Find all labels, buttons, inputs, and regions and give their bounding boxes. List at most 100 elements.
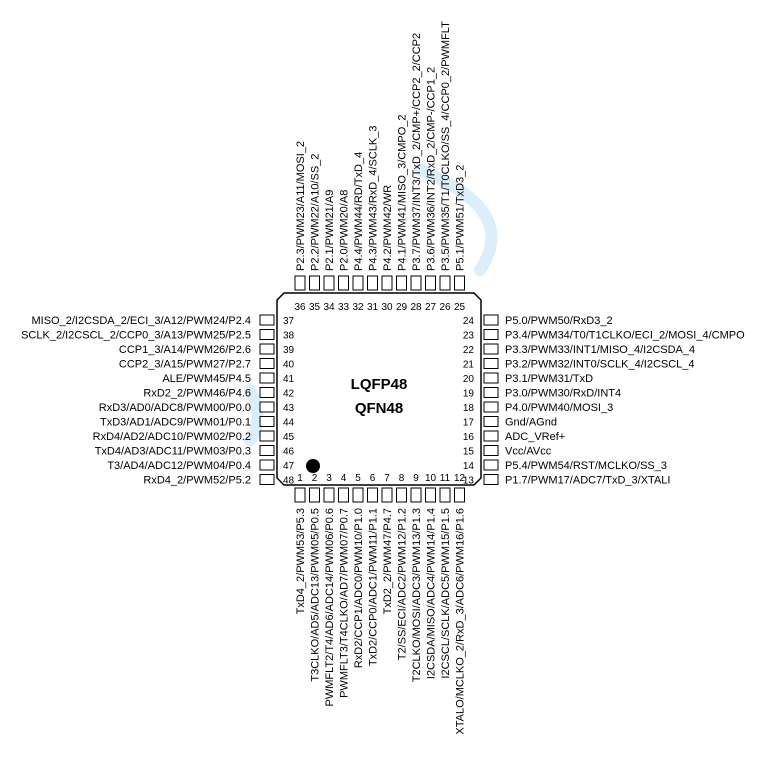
pin-number: 27 [425, 302, 437, 313]
pin-lead [259, 358, 275, 369]
pin-number: 10 [425, 473, 437, 484]
pin-label: Vcc/AVcc [505, 446, 552, 458]
pin-number: 35 [309, 302, 321, 313]
pin-lead [338, 487, 349, 503]
pin-lead [259, 387, 275, 398]
pin-lead [483, 474, 499, 485]
pin-lead [483, 343, 499, 355]
pin-label: T3/AD4/ADC12/PWM04/P0.4 [107, 460, 251, 472]
pin-lead [294, 275, 306, 291]
pin-lead [396, 275, 407, 291]
pin-number: 15 [463, 447, 475, 458]
pin-lead [259, 329, 275, 340]
pin-number: 4 [341, 473, 347, 484]
watermark [244, 164, 498, 446]
pin-label: CCP2_3/A15/PWM27/P2.7 [119, 359, 251, 371]
pin1-marker-dot [306, 459, 320, 473]
pin-label: RxD3/AD0/ADC8/PWM00/P0.0 [99, 402, 251, 414]
pin-number: 33 [338, 302, 350, 313]
pin-label: ADC_VRef+ [505, 431, 565, 443]
pin-label: T2/SS/ECI/ADC2/PWM12/P1.2 [397, 508, 409, 660]
pin-number: 41 [283, 374, 295, 385]
pin-number: 44 [283, 418, 295, 429]
pin-label: TxD4_2/PWM53/P5.3 [295, 508, 307, 614]
pin-lead [259, 372, 275, 384]
pin-label: P2.2/PWM22/A10/SS_2 [310, 154, 322, 271]
top-pin-group: 36 P2.3/PWM23/A11/MOSI_2 35 P2.2/PWM22/A10/… [294, 21, 466, 313]
pin-label: P2.0/PWM20/A8 [339, 190, 351, 271]
pin-label: RxD2/CCP1/ADC0/PWM10/P1.0 [353, 508, 365, 668]
pin-lead [410, 275, 422, 291]
pin-label: TxD2/CCP0/ADC1/PWM11/P1.1 [368, 508, 380, 666]
pin-number: 31 [367, 302, 379, 313]
pin-lead [352, 487, 364, 503]
pin-lead [439, 487, 451, 503]
pin-label: RxD2_2/PWM46/P4.6 [143, 388, 251, 400]
pin-number: 14 [463, 461, 475, 472]
pin-label: PWMFLT2/T4/AD6/ADC14/PWM06/P0.6 [324, 508, 336, 706]
pin-number: 36 [294, 302, 306, 313]
pin-number: 34 [323, 302, 335, 313]
pin-number: 30 [381, 302, 393, 313]
pin-number: 9 [413, 473, 419, 484]
pin-lead [352, 275, 364, 291]
pin-label: Gnd/AGnd [505, 417, 557, 429]
pin-label: P5.0/PWM50/RxD3_2 [505, 315, 613, 327]
pin-label: ALE/PWM45/P4.5 [162, 373, 251, 385]
pin-number: 39 [283, 345, 295, 356]
chip-body [276, 292, 482, 486]
pin-lead [483, 430, 499, 442]
pin-lead [259, 343, 275, 355]
pin-lead [454, 275, 465, 291]
pin-number: 42 [283, 389, 295, 400]
pin-label: PWMFLT3/T4CLKO/AD7/PWM07/P0.7 [339, 508, 351, 698]
pin-lead [309, 275, 320, 291]
pin-lead [410, 487, 422, 503]
pin-label: I2CSCL/SCLK/ADC5/PWM15/P1.5 [440, 508, 452, 679]
pin-number: 18 [463, 403, 475, 414]
pin-lead [425, 275, 436, 291]
pin-lead [381, 487, 393, 503]
pin-label: P2.1/PWM21/A9 [324, 190, 336, 271]
pin-label: P3.5/PWM35/T1/T0CLKO/SS_4/CCP0_2/PWMFLT [440, 21, 452, 271]
pin-lead [323, 487, 335, 503]
pin-label: TxD3/AD1/ADC9/PWM01/P0.1 [100, 417, 251, 429]
pin-number: 37 [283, 316, 295, 327]
pin-number: 38 [283, 331, 295, 342]
pin-lead [483, 314, 499, 326]
pin-lead [367, 487, 378, 503]
pin-lead [323, 275, 335, 291]
pin-label: XTALO/MCLKO_2/RxD_3/ADC6/PWM16/P1.6 [455, 508, 467, 735]
pin-lead [259, 401, 275, 413]
pin-label: P2.3/PWM23/A11/MOSI_2 [295, 141, 307, 271]
pin-number: 24 [463, 316, 475, 327]
pin-label: P4.0/PWM40/MOSI_3 [505, 402, 613, 414]
pin-lead [294, 487, 306, 503]
pin-label: CCP1_3/A14/PWM26/P2.6 [119, 344, 251, 356]
pin-lead [425, 487, 436, 503]
pin-label: P5.1/PWM51/TxD3_2 [455, 165, 467, 271]
pin-number: 5 [355, 473, 361, 484]
pin-number: 47 [283, 461, 295, 472]
pin-label: TxD4/AD3/ADC11/PWM03/P0.3 [95, 446, 251, 458]
pin-number: 12 [454, 473, 466, 484]
pin-lead [338, 275, 349, 291]
pin-number: 25 [454, 302, 466, 313]
pin-label: MISO_2/I2CSDA_2/ECI_3/A12/PWM24/P2.4 [32, 315, 252, 327]
chip-name-line2: QFN48 [355, 400, 403, 417]
pin-number: 22 [463, 345, 475, 356]
pin-number: 20 [463, 374, 475, 385]
pin-lead [259, 474, 275, 485]
pin-lead [259, 459, 275, 471]
pin-number: 32 [352, 302, 364, 313]
pin-number: 48 [283, 476, 295, 487]
pin-lead [483, 372, 499, 384]
pin-label: P3.3/PWM33/INT1/MISO_4/I2CSDA_4 [505, 344, 695, 356]
pin-lead [483, 358, 499, 369]
pin-lead [483, 329, 499, 340]
pin-label: P1.7/PWM17/ADC7/TxD_3/XTALI [505, 475, 670, 487]
pin-lead [454, 487, 465, 503]
pin-label: RxD4_2/PWM52/P5.2 [143, 475, 251, 487]
